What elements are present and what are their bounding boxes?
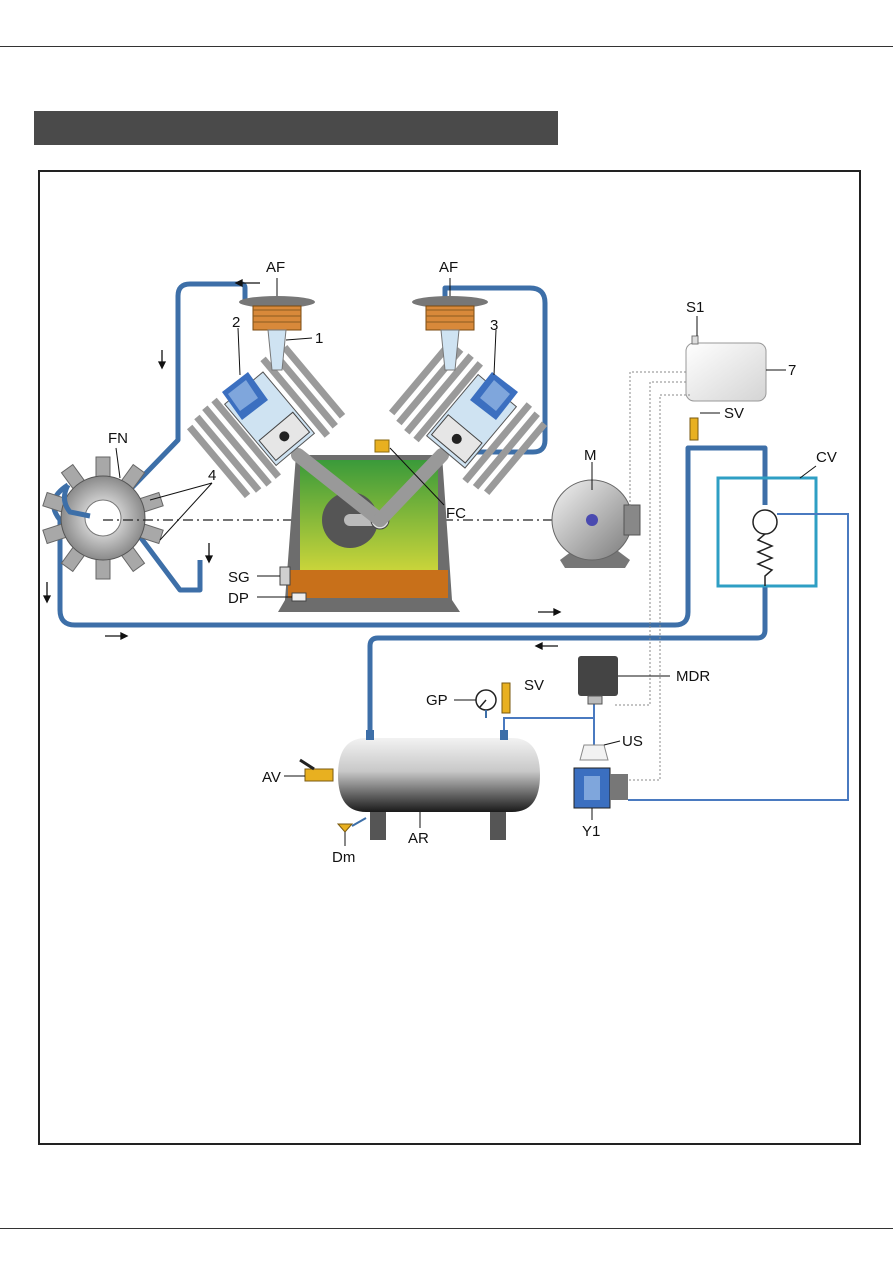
label-sv-tank: SV (524, 677, 544, 694)
label-m: M (584, 447, 597, 464)
label-mdr: MDR (676, 668, 710, 685)
aftercooler (716, 476, 818, 588)
label-fc: FC (446, 505, 466, 522)
flow-arrows (42, 278, 562, 651)
control-wiring (614, 371, 690, 781)
flow-arrow-2 (157, 350, 167, 370)
label-ar: AR (408, 830, 429, 847)
check-valve (752, 509, 778, 586)
footer-rule (0, 1228, 893, 1229)
flow-arrow-7 (534, 641, 558, 651)
compressor-block (278, 439, 460, 612)
label-7: 7 (788, 362, 796, 379)
label-s1: S1 (686, 299, 704, 316)
flow-arrow-6 (538, 607, 562, 617)
label-4: 4 (208, 467, 216, 484)
oil-filler-cap (374, 439, 390, 453)
sight-glass (279, 566, 291, 586)
connecting-rod-right (373, 448, 449, 527)
connecting-rod-left (291, 448, 387, 527)
control-box (685, 335, 767, 402)
solenoid-valve (573, 767, 628, 809)
label-2: 2 (232, 314, 240, 331)
label-dm: Dm (332, 849, 355, 866)
air-receiver-tank (338, 730, 540, 840)
cooling-fan (42, 456, 164, 580)
valve-head-left (222, 372, 268, 420)
flow-arrow-5 (105, 631, 129, 641)
label-af-left: AF (266, 259, 285, 276)
flow-arrow-3 (204, 543, 214, 564)
label-y1: Y1 (582, 823, 600, 840)
pressure-gauge (475, 689, 497, 718)
label-1: 1 (315, 330, 323, 347)
electric-motor (551, 479, 641, 568)
ball-valve (299, 758, 334, 782)
safety-valve-tank (501, 682, 511, 714)
header-rule (0, 46, 893, 47)
safety-valve-top (689, 417, 699, 441)
label-fn: FN (108, 430, 128, 447)
drain-valve (336, 817, 367, 833)
label-gp: GP (426, 692, 448, 709)
drain-plug (291, 592, 307, 602)
valve-head-right (470, 372, 518, 420)
tank-outlet-line (503, 700, 595, 730)
label-af-right: AF (439, 259, 458, 276)
label-us: US (622, 733, 643, 750)
leader-lines (115, 278, 817, 846)
label-sg: SG (228, 569, 250, 586)
label-cv: CV (816, 449, 837, 466)
label-dp: DP (228, 590, 249, 607)
label-3: 3 (490, 317, 498, 334)
flow-arrow-4 (42, 582, 52, 604)
flow-arrow-1 (234, 278, 260, 288)
unloader-line (628, 513, 849, 801)
pressure-switch (578, 656, 618, 705)
air-filter-right (412, 296, 488, 371)
section-title-bar (34, 111, 558, 145)
label-av: AV (262, 769, 281, 786)
diagram-frame (38, 170, 861, 1145)
oil-sump (288, 570, 448, 598)
air-filter-left (239, 296, 315, 371)
unloader (579, 744, 609, 761)
label-sv-top: SV (724, 405, 744, 422)
